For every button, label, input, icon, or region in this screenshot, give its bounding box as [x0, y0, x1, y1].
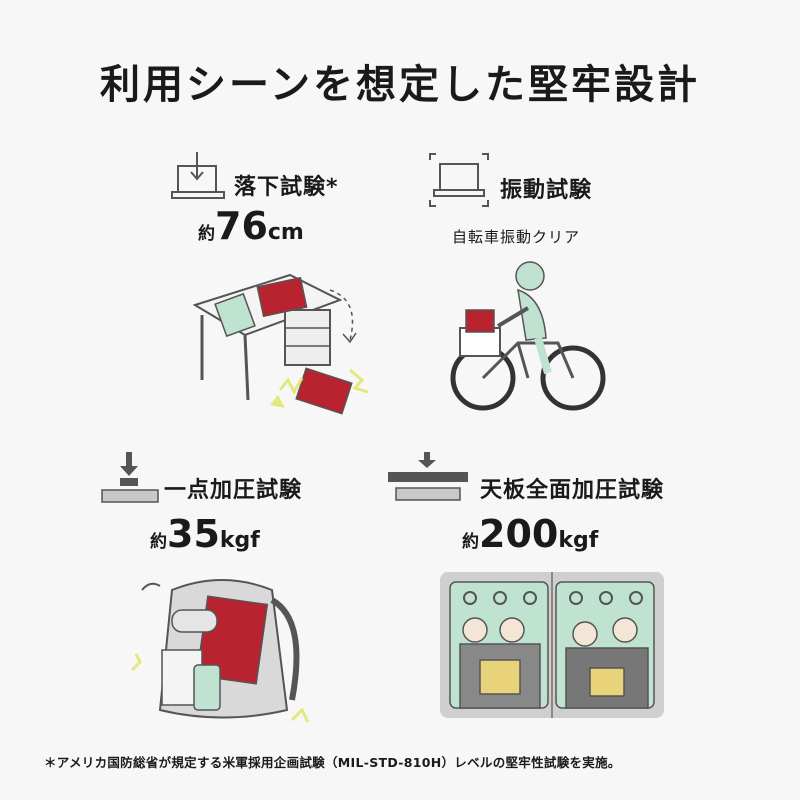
- point-pressure-unit: kgf: [219, 528, 260, 553]
- laptop-vibration-icon: [429, 153, 489, 207]
- full-pressure-unit: kgf: [558, 528, 599, 553]
- approx-prefix: 約: [198, 224, 215, 244]
- full-pressure-icon: [388, 452, 468, 501]
- full-pressure-value: 約200kgf: [462, 512, 598, 556]
- full-pressure-number: 200: [479, 512, 559, 556]
- approx-prefix: 約: [150, 532, 167, 552]
- approx-prefix: 約: [462, 532, 479, 552]
- vibration-test-subtitle: 自転車振動クリア: [452, 228, 581, 246]
- drop-test-label: 落下試験*: [234, 175, 339, 200]
- point-pressure-label: 一点加圧試験: [164, 478, 303, 503]
- desk-drop-illustration: [192, 273, 369, 415]
- point-pressure-icon: [101, 452, 159, 503]
- point-pressure-value: 約35kgf: [150, 512, 260, 556]
- bicycle-illustration: [450, 261, 606, 411]
- drop-height-unit: cm: [267, 220, 304, 245]
- page-title: 利用シーンを想定した堅牢設計: [100, 62, 700, 108]
- crowded-train-illustration: [440, 572, 664, 718]
- footnote: ＊アメリカ国防総省が規定する米軍採用企画試験（MIL-STD-810H）レベルの…: [44, 755, 621, 770]
- drop-height-number: 76: [215, 204, 268, 248]
- drop-test-value: 約76cm: [198, 204, 304, 248]
- laptop-drop-icon: [171, 152, 225, 199]
- vibration-test-label: 振動試験: [500, 178, 593, 203]
- point-pressure-number: 35: [167, 512, 220, 556]
- full-pressure-label: 天板全面加圧試験: [480, 478, 665, 503]
- backpack-illustration: [130, 579, 310, 723]
